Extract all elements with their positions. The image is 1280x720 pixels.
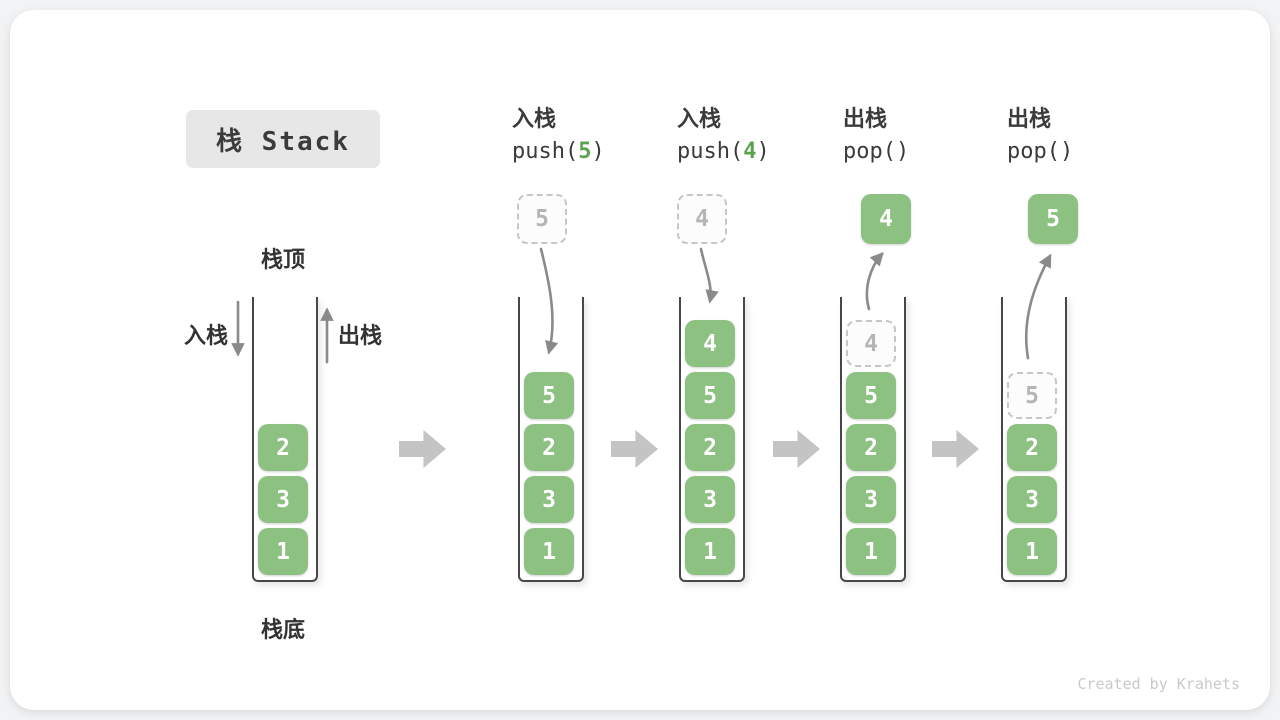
operation-label: 入栈 push(5) [512,104,672,170]
floating-value: 5 [1028,194,1078,244]
stack-item: 3 [258,476,308,523]
floating-value: 4 [861,194,911,244]
operation-code: pop() [843,139,910,164]
stack-item: 5 [846,372,896,419]
stack-item: 1 [524,528,574,575]
stack-item: 4 [685,320,735,367]
operation-name: 入栈 [677,106,722,131]
operation-name: 出栈 [1007,106,1052,131]
operation-code: push(5) [512,139,605,164]
stack-item: 5 [685,372,735,419]
stack-item: 3 [846,476,896,523]
stack-bottom-label: 栈底 [260,617,305,642]
operation-label: 出栈 pop() [843,104,1003,170]
operation-code: push(4) [677,139,770,164]
stack-item: 2 [1007,424,1057,471]
stack-item: 3 [685,476,735,523]
stack-item: 3 [524,476,574,523]
stack-item: 1 [846,528,896,575]
operation-name: 入栈 [512,106,557,131]
watermark: Created by Krahets [1077,675,1240,693]
floating-value-ghost: 5 [517,194,567,244]
pop-side-label: 出栈 [338,323,383,348]
stack-item: 1 [1007,528,1057,575]
floating-value-ghost: 4 [677,194,727,244]
operation-arg: 5 [578,139,592,164]
stack-top-label: 栈顶 [260,247,305,272]
push-side-label: 入栈 [183,323,228,348]
stack-item: 1 [258,528,308,575]
diagram-title: 栈 Stack [186,110,380,168]
operation-label: 出栈 pop() [1007,104,1167,170]
stack-item-ghost: 5 [1007,372,1057,419]
operation-name: 出栈 [843,106,888,131]
stack-item: 2 [685,424,735,471]
stack-item: 2 [524,424,574,471]
stack-item: 2 [846,424,896,471]
stack-item: 5 [524,372,574,419]
operation-code: pop() [1007,139,1074,164]
stack-item-ghost: 4 [846,320,896,367]
operation-arg: 4 [743,139,757,164]
stack-item: 2 [258,424,308,471]
operation-label: 入栈 push(4) [677,104,837,170]
stack-item: 1 [685,528,735,575]
stack-item: 3 [1007,476,1057,523]
